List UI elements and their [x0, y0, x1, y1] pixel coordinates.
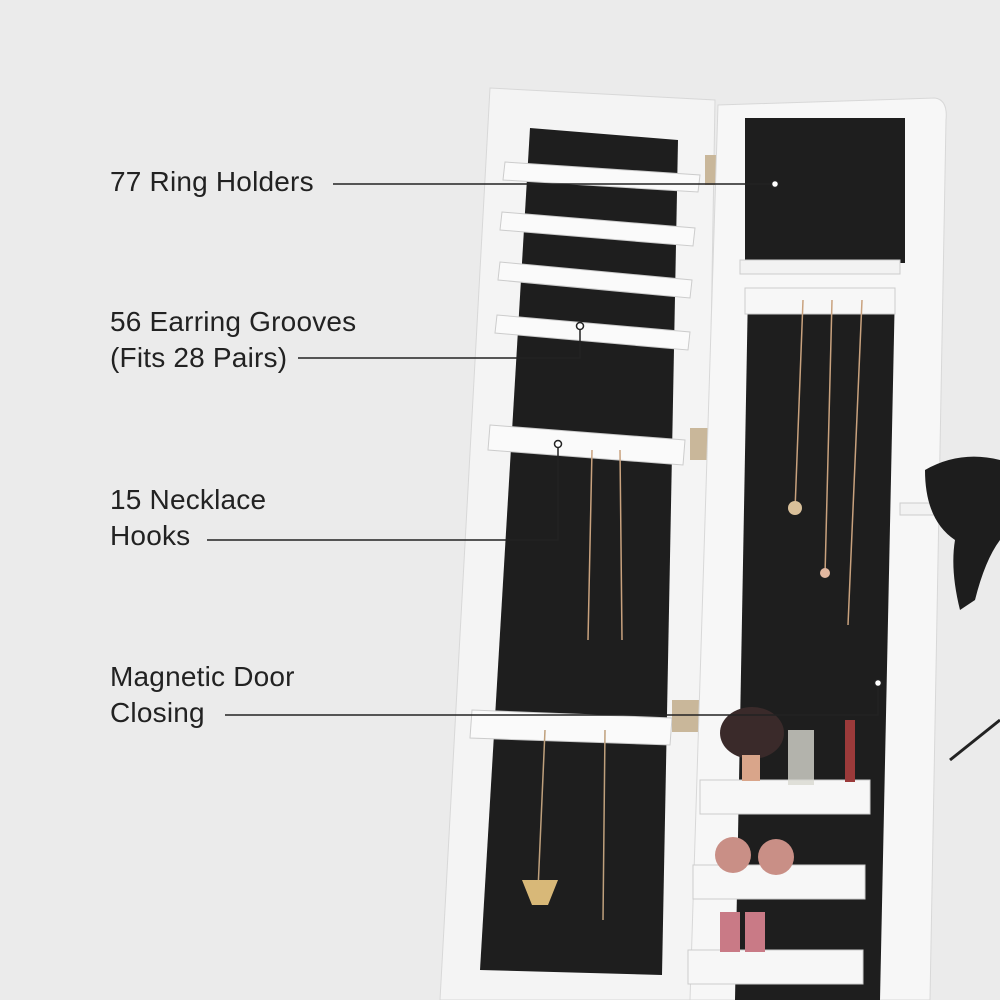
callout-magnetic-door: Magnetic Door Closing: [110, 659, 295, 731]
callout-text: Hooks: [110, 520, 191, 551]
callout-line-magnetic-door: [225, 683, 879, 716]
callout-text: 56 Earring Grooves: [110, 306, 357, 337]
callout-dots: [553, 179, 883, 688]
callout-text: 15 Necklace: [110, 484, 267, 515]
callout-line-necklace-hooks: [207, 444, 559, 541]
cabinet-door: [439, 87, 733, 1000]
callout-earring-grooves: 56 Earring Grooves (Fits 28 Pairs): [110, 304, 356, 376]
callout-text: Closing: [110, 697, 205, 728]
callout-ring-holders: 77 Ring Holders: [110, 164, 314, 200]
callout-lines: [207, 183, 879, 716]
callout-necklace-hooks: 15 Necklace Hooks: [110, 482, 266, 554]
callout-text: 77 Ring Holders: [110, 166, 314, 197]
hair-dryer: [899, 456, 1000, 762]
cabinet-body: [687, 97, 947, 1000]
callout-text: (Fits 28 Pairs): [110, 342, 288, 373]
callout-text: Magnetic Door: [110, 661, 295, 692]
callout-line-earring-grooves: [298, 326, 581, 359]
